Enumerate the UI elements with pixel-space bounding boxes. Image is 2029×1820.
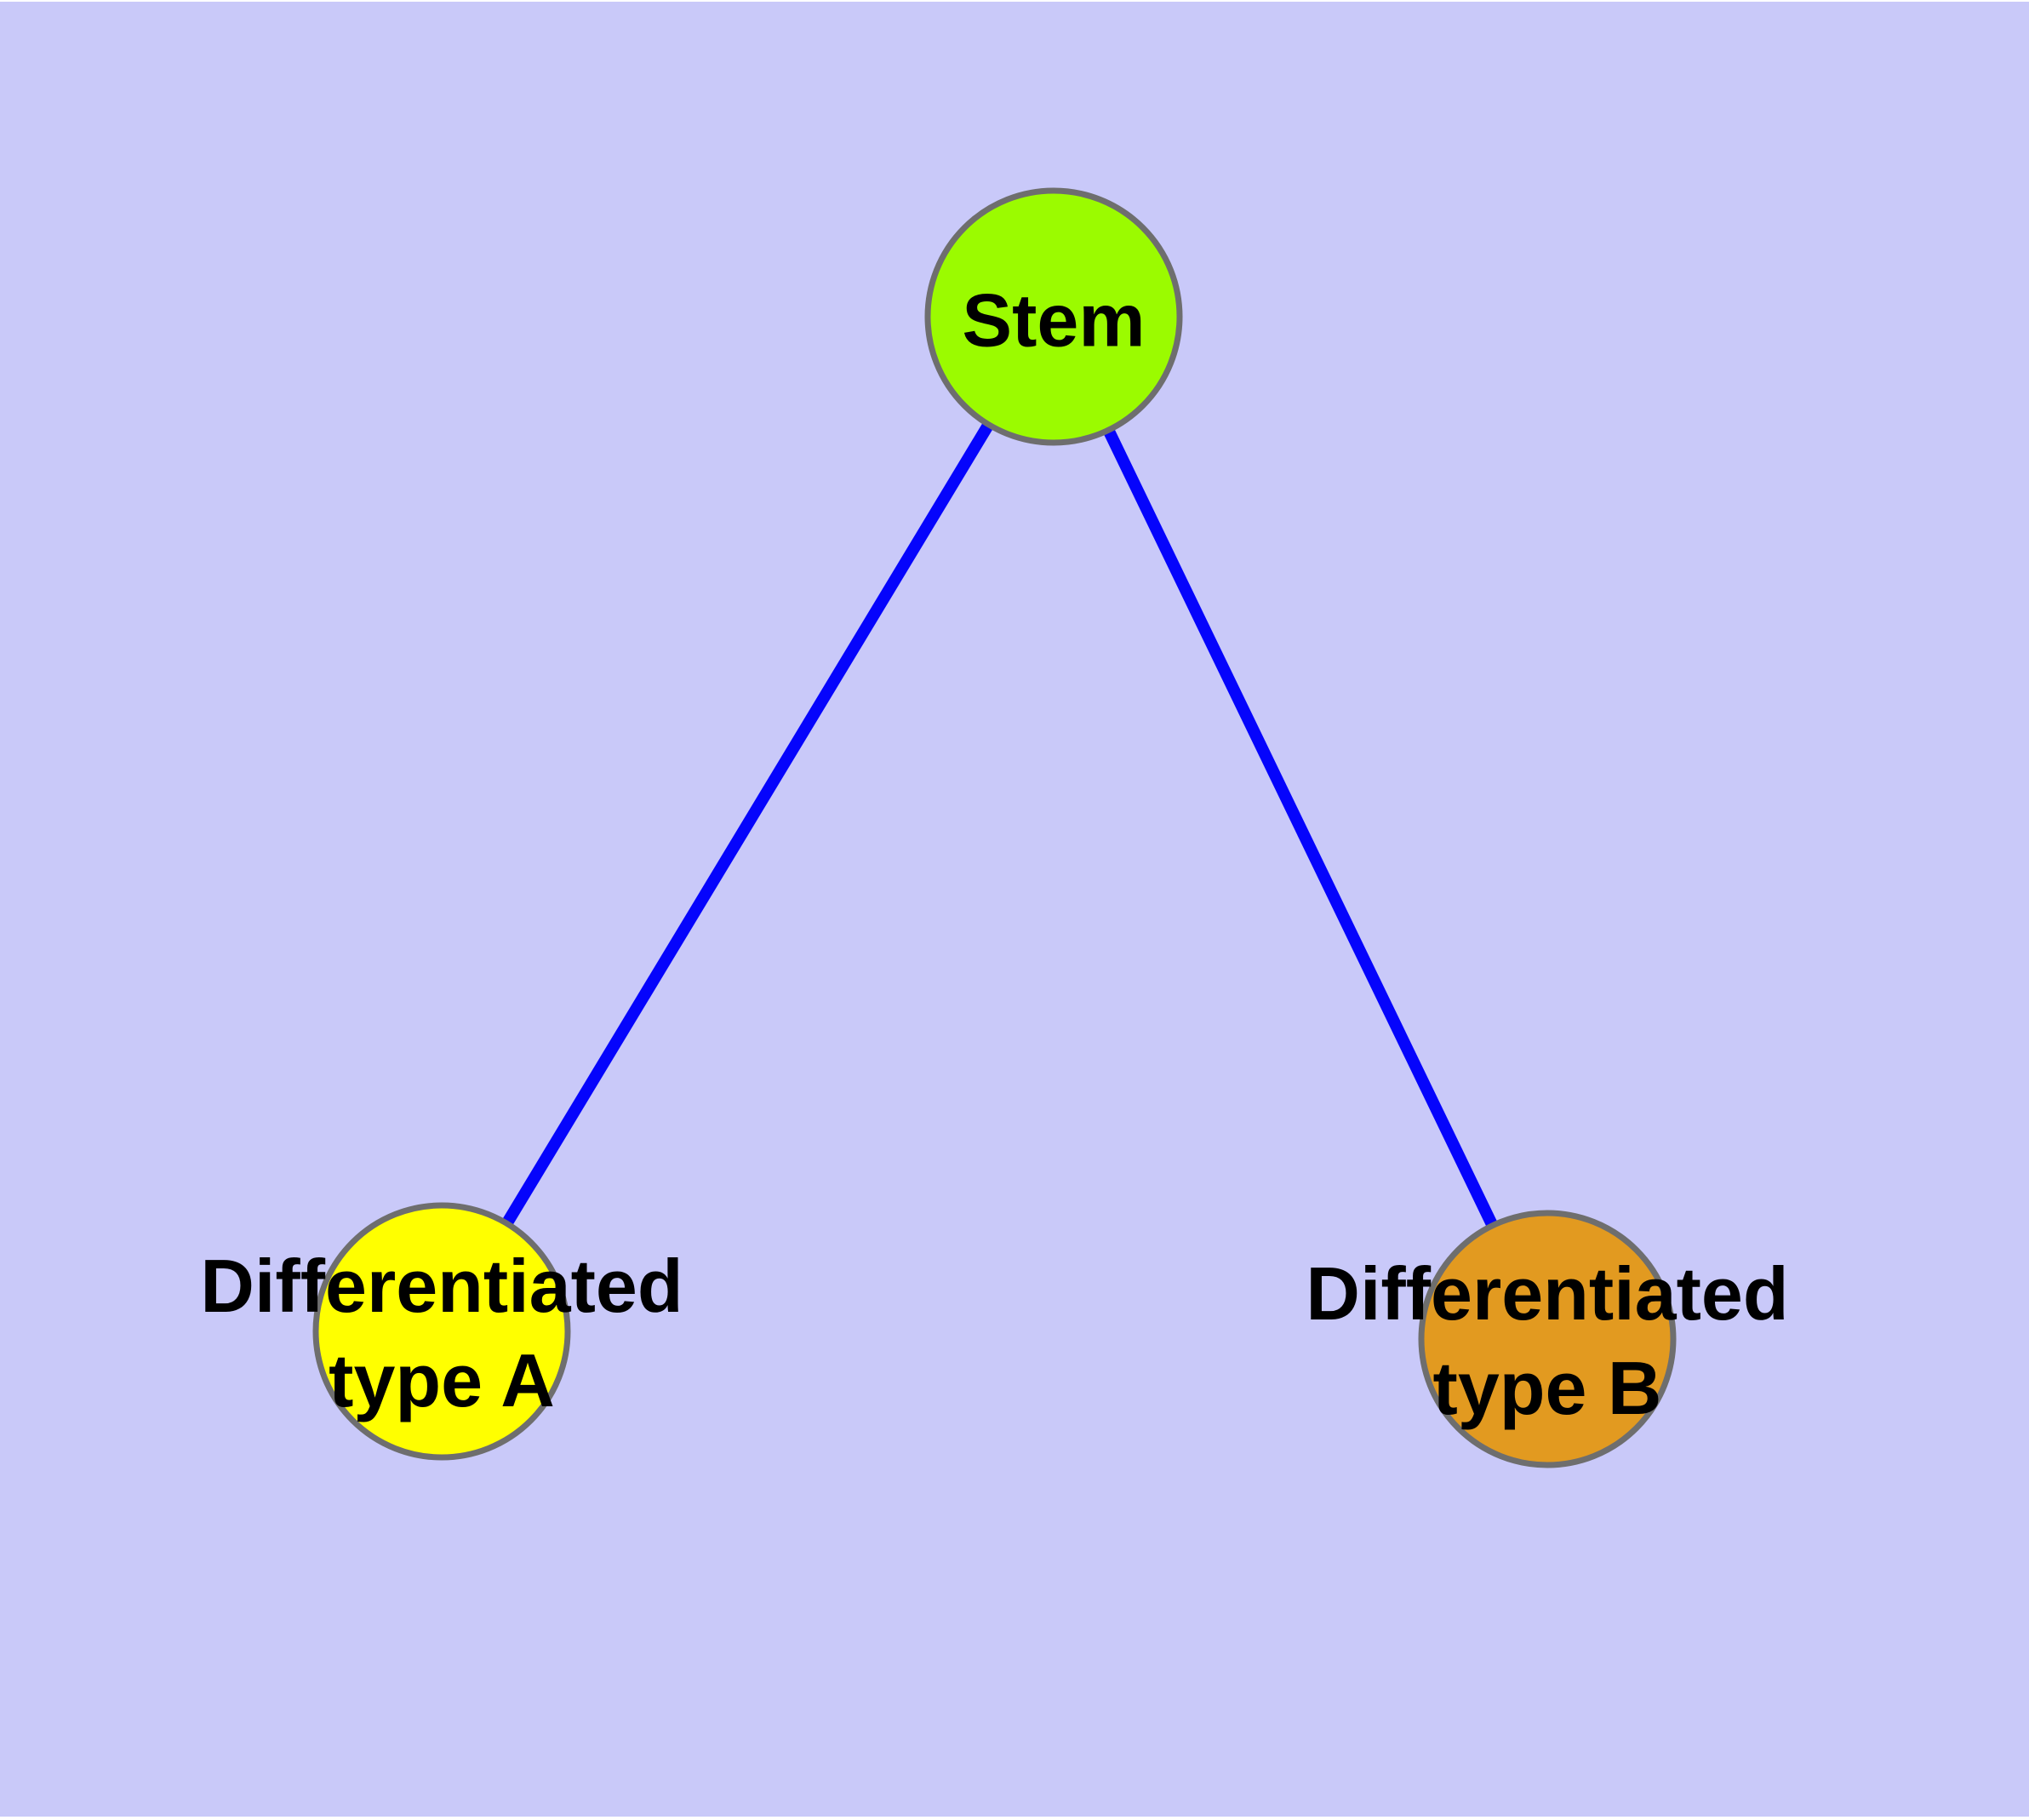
edge-stem-to-type-b (1048, 313, 1553, 1342)
node-stem (924, 187, 1183, 446)
node-differentiated-type-b (1418, 1210, 1677, 1468)
edge-stem-to-type-a (437, 313, 1059, 1335)
node-differentiated-type-a (312, 1202, 571, 1461)
